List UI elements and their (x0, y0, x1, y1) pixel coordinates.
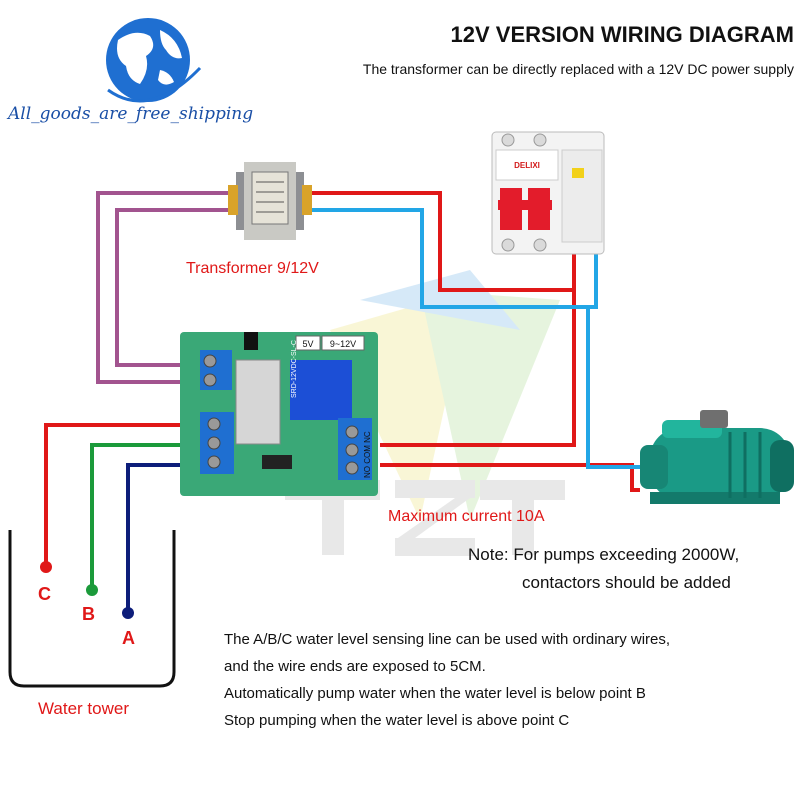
note-line-1: Note: For pumps exceeding 2000W, (468, 545, 740, 564)
max-current-label: Maximum current 10A (388, 508, 545, 525)
transformer-label: Transformer 9/12V (186, 260, 319, 277)
note-line-2: contactors should be added (522, 573, 731, 592)
relay-board (180, 332, 378, 496)
description-line: Stop pumping when the water level is abo… (224, 712, 570, 729)
point-a-dot (122, 607, 134, 619)
sensing-wires (44, 423, 195, 612)
page-title: 12V VERSION WIRING DIAGRAM (450, 22, 794, 47)
badge-5v: 5V (302, 339, 313, 349)
point-b-dot (86, 584, 98, 596)
terminal-label: NO COM NC (363, 431, 372, 478)
circuit-breaker-icon (491, 131, 605, 255)
description-line: Automatically pump water when the water … (224, 685, 646, 702)
relay-model: SRD-12VDC-SL-C (291, 340, 298, 398)
purple-wires (96, 191, 232, 384)
description-line: and the wire ends are exposed to 5CM. (224, 658, 486, 675)
breaker-brand: DELIXI (514, 161, 540, 170)
blue-wires (305, 208, 640, 469)
water-pump-icon (640, 410, 794, 504)
badge-9-12v: 9~12V (330, 339, 356, 349)
description-line: The A/B/C water level sensing line can b… (224, 631, 671, 648)
globe-icon (106, 18, 202, 103)
brand-slogan: All_goods_are_free_shipping (8, 104, 254, 124)
water-tower-outline (8, 530, 176, 688)
page-subtitle: The transformer can be directly replaced… (362, 61, 794, 77)
point-b-label: B (82, 604, 95, 624)
red-wires (305, 191, 640, 492)
water-tower-label: Water tower (38, 699, 130, 718)
point-c-dot (40, 561, 52, 573)
point-a-label: A (122, 628, 135, 648)
transformer-icon (228, 162, 312, 240)
tzt-watermark (285, 270, 565, 556)
point-c-label: C (38, 584, 51, 604)
